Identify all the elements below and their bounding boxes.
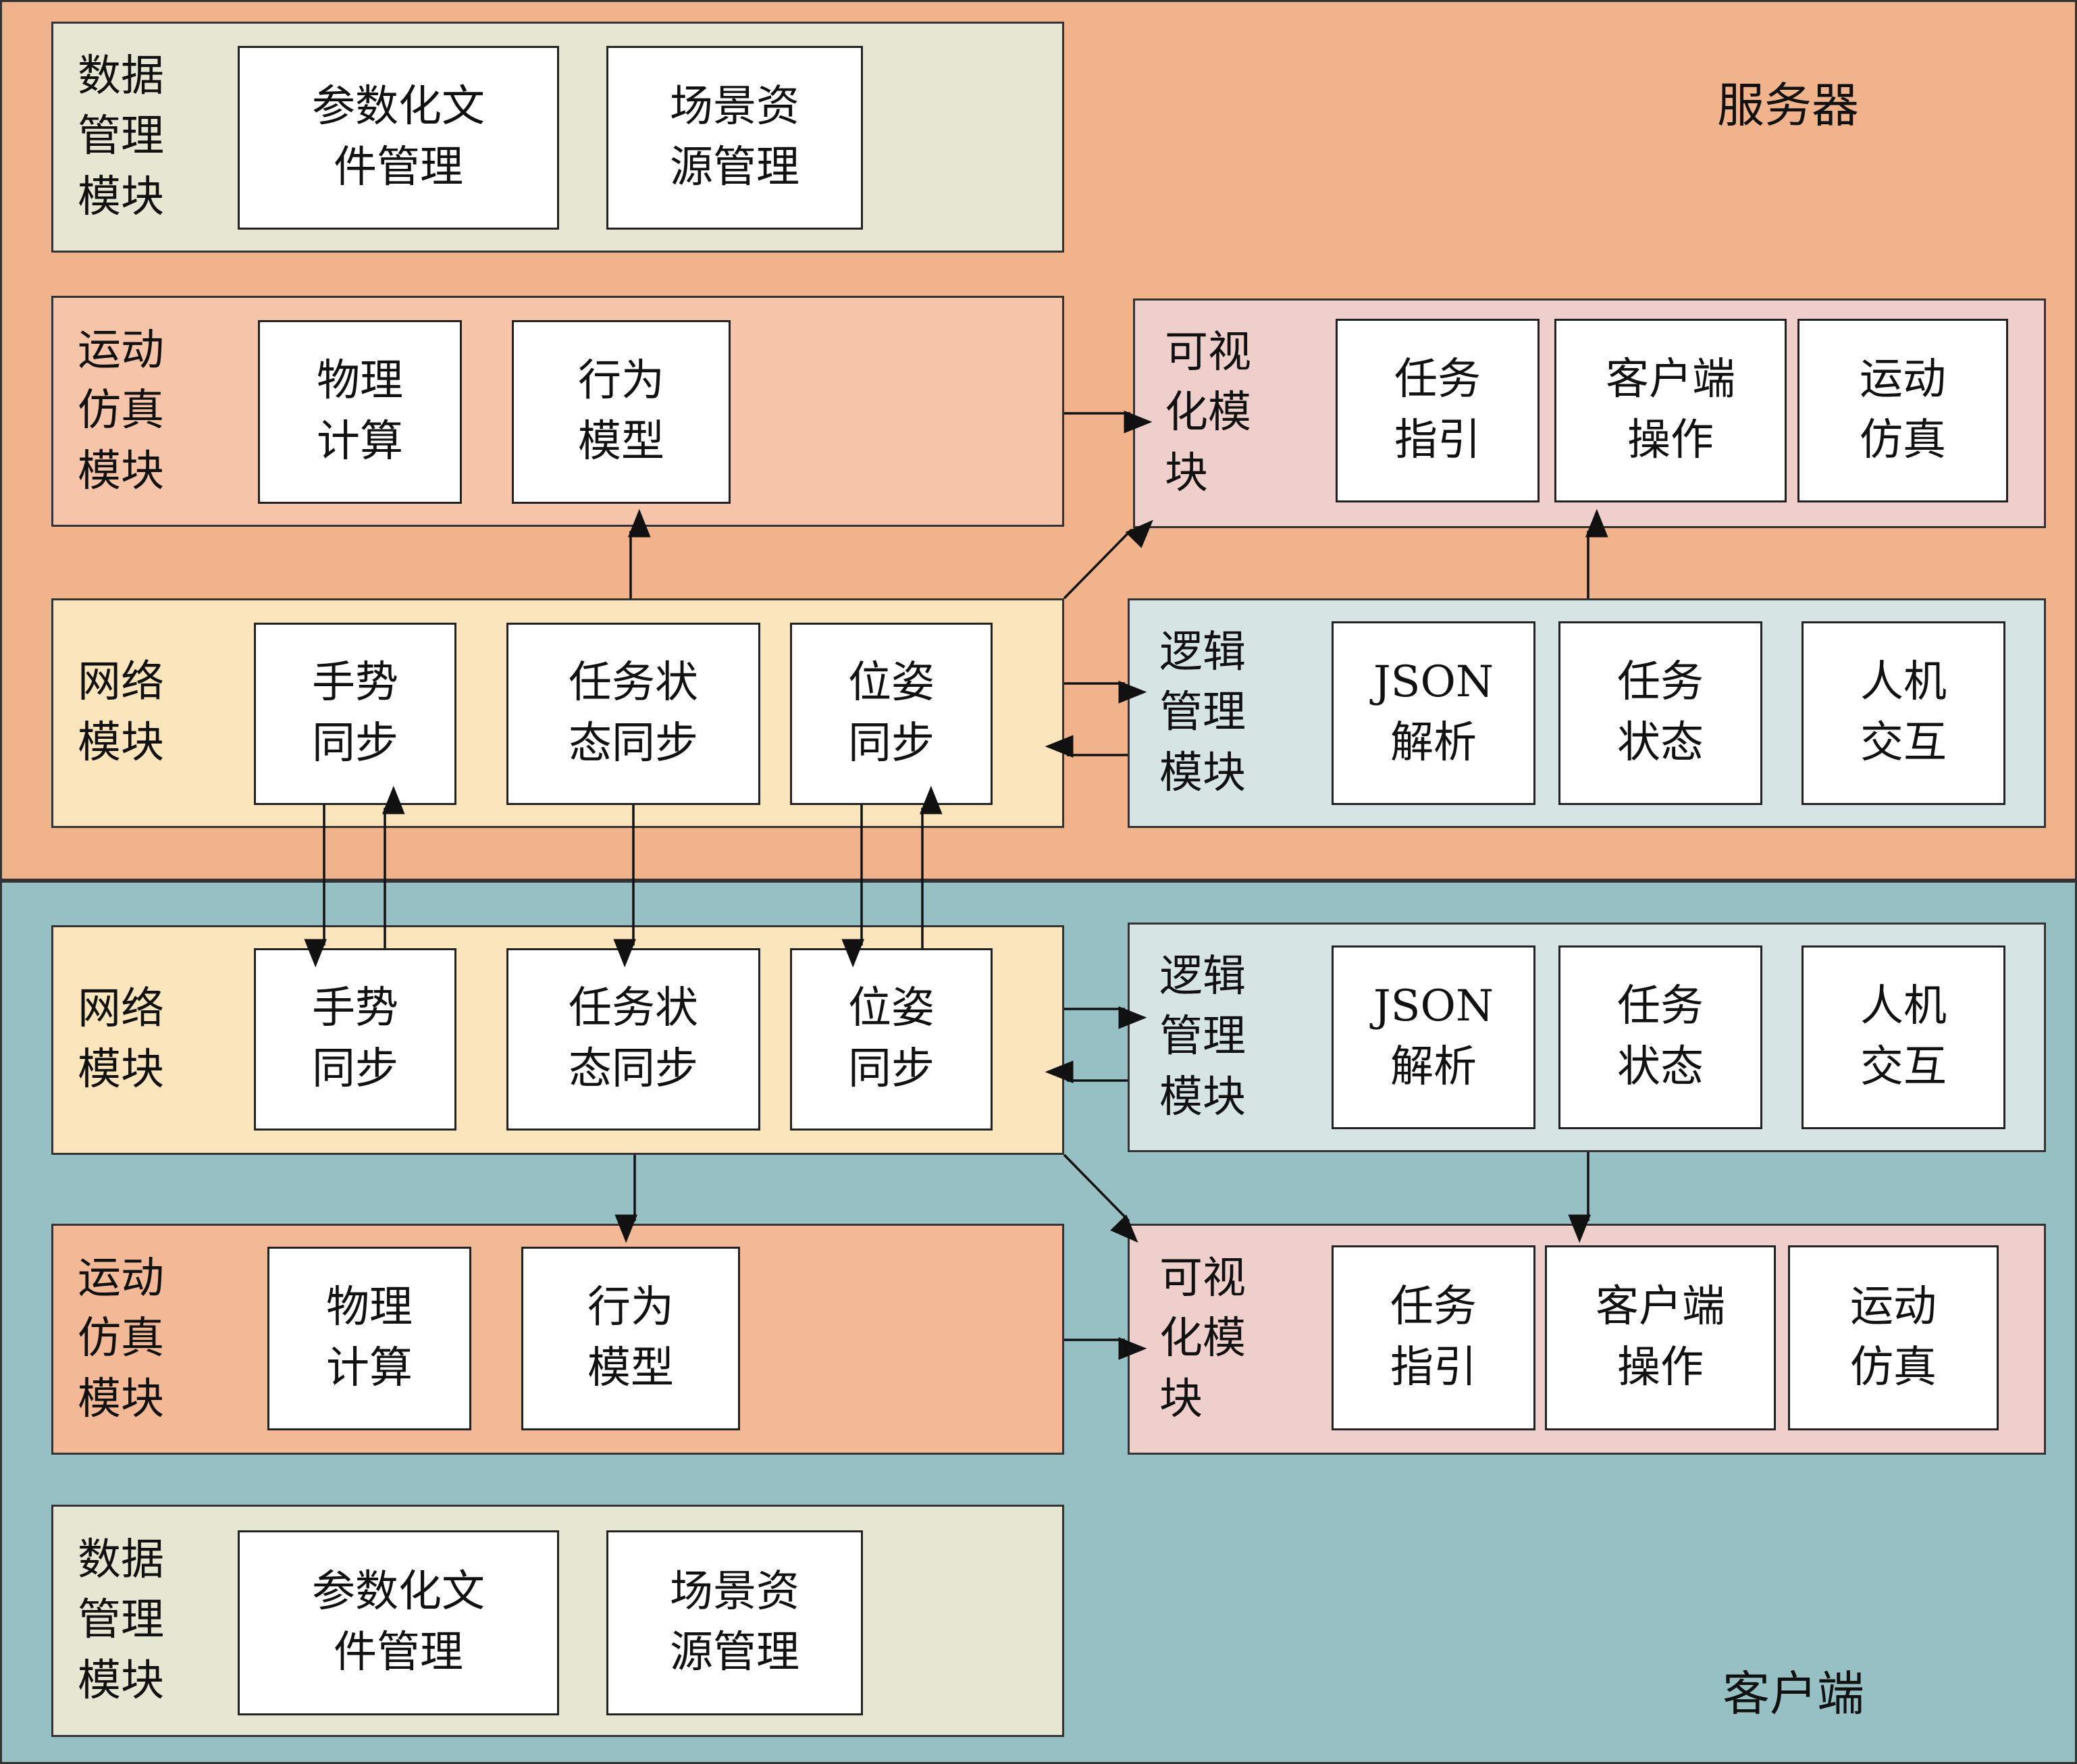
module-title: 运动 仿真 模块 — [78, 325, 164, 496]
server-client-op-box: 客户端 操作 — [1554, 319, 1787, 502]
client-physics-box: 物理 计算 — [267, 1247, 471, 1430]
server-hci-box: 人机 交互 — [1802, 621, 2005, 805]
client-gesture-sync-box: 手势 同步 — [254, 948, 456, 1131]
server-task-state-sync-box: 任务状 态同步 — [506, 623, 760, 805]
module-title: 数据 管理 模块 — [78, 51, 164, 222]
client-json-box: JSON 解析 — [1332, 945, 1535, 1129]
client-client-op-box: 客户端 操作 — [1545, 1245, 1776, 1430]
client-hci-box: 人机 交互 — [1802, 945, 2005, 1129]
server-gesture-sync-box: 手势 同步 — [254, 623, 456, 805]
server-motion-sim-box: 运动 仿真 — [1797, 319, 2008, 502]
server-scene-resource-box: 场景资 源管理 — [606, 46, 863, 230]
server-param-file-box: 参数化文 件管理 — [238, 46, 559, 230]
server-task-guide-box: 任务 指引 — [1336, 319, 1540, 502]
client-pose-sync-box: 位姿 同步 — [790, 948, 993, 1131]
server-json-box: JSON 解析 — [1332, 621, 1535, 805]
arrow-client-net-to-vis — [1063, 1153, 1138, 1243]
module-title: 逻辑 管理 模块 — [1159, 627, 1246, 798]
client-param-file-box: 参数化文 件管理 — [238, 1530, 559, 1715]
client-label: 客户端 — [1723, 1666, 1864, 1721]
client-task-state-sync-box: 任务状 态同步 — [506, 948, 760, 1131]
arrow-server-net-to-vis — [1063, 519, 1153, 600]
module-title: 数据 管理 模块 — [78, 1534, 164, 1706]
module-title: 可视 化模 块 — [1165, 327, 1251, 498]
server-task-status-box: 任务 状态 — [1558, 621, 1762, 805]
client-task-status-box: 任务 状态 — [1558, 945, 1762, 1129]
client-task-guide-box: 任务 指引 — [1332, 1245, 1535, 1430]
client-motion-sim-box: 运动 仿真 — [1788, 1245, 1999, 1430]
module-title: 运动 仿真 模块 — [78, 1253, 164, 1424]
module-title: 网络 模块 — [78, 657, 164, 768]
client-behavior-box: 行为 模型 — [521, 1247, 740, 1430]
server-label: 服务器 — [1717, 78, 1859, 133]
module-title: 可视 化模 块 — [1159, 1253, 1246, 1424]
module-title: 逻辑 管理 模块 — [1159, 951, 1246, 1122]
client-scene-resource-box: 场景资 源管理 — [606, 1530, 863, 1715]
server-pose-sync-box: 位姿 同步 — [790, 623, 993, 805]
server-behavior-box: 行为 模型 — [512, 320, 731, 504]
server-physics-box: 物理 计算 — [258, 320, 462, 504]
module-title: 网络 模块 — [78, 984, 164, 1095]
